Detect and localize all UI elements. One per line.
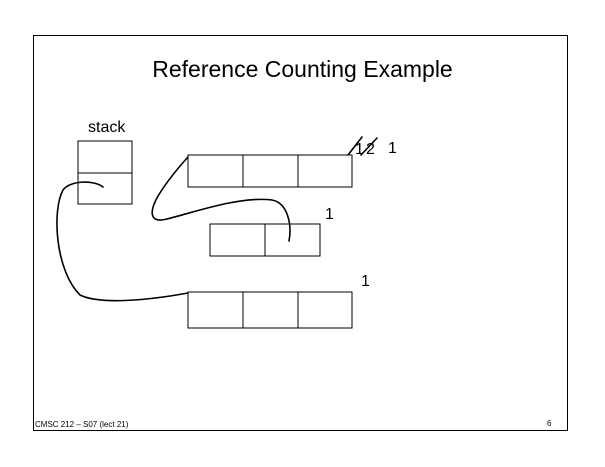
object-a-cell xyxy=(242,154,299,188)
object-b-cell xyxy=(264,223,321,257)
struck-count: 2 xyxy=(366,141,375,158)
object-c-cell xyxy=(297,291,353,329)
strike-mark xyxy=(360,137,378,156)
pointer-stack-to-object-c xyxy=(56,181,189,302)
object-c-cell xyxy=(187,291,244,329)
heap-object-a xyxy=(187,154,353,188)
object-c-ref-count: 1 xyxy=(361,273,370,290)
object-b-ref-count: 1 xyxy=(325,206,334,223)
course-footer: CMSC 212 – S07 (lect 21) xyxy=(35,420,129,429)
stack-cell-bottom xyxy=(77,172,133,205)
object-a-old-counts: 1 2 xyxy=(347,136,378,158)
object-a-cell xyxy=(187,154,244,188)
object-b-cell xyxy=(209,223,266,257)
page-number: 6 xyxy=(547,419,552,428)
stack-cell-top xyxy=(77,140,133,174)
stack-frame xyxy=(77,140,133,205)
struck-count: 1 xyxy=(355,141,364,158)
pointer-object-b-to-object-a xyxy=(151,156,291,242)
slide-frame xyxy=(33,35,568,431)
object-c-cell xyxy=(242,291,299,329)
stack-label: stack xyxy=(88,119,126,136)
object-a-cell xyxy=(297,154,353,188)
heap-object-c xyxy=(187,291,353,329)
heap-object-b xyxy=(209,223,321,257)
object-a-ref-count: 1 xyxy=(388,140,397,157)
strike-mark xyxy=(347,136,363,156)
slide-title: Reference Counting Example xyxy=(152,56,453,82)
